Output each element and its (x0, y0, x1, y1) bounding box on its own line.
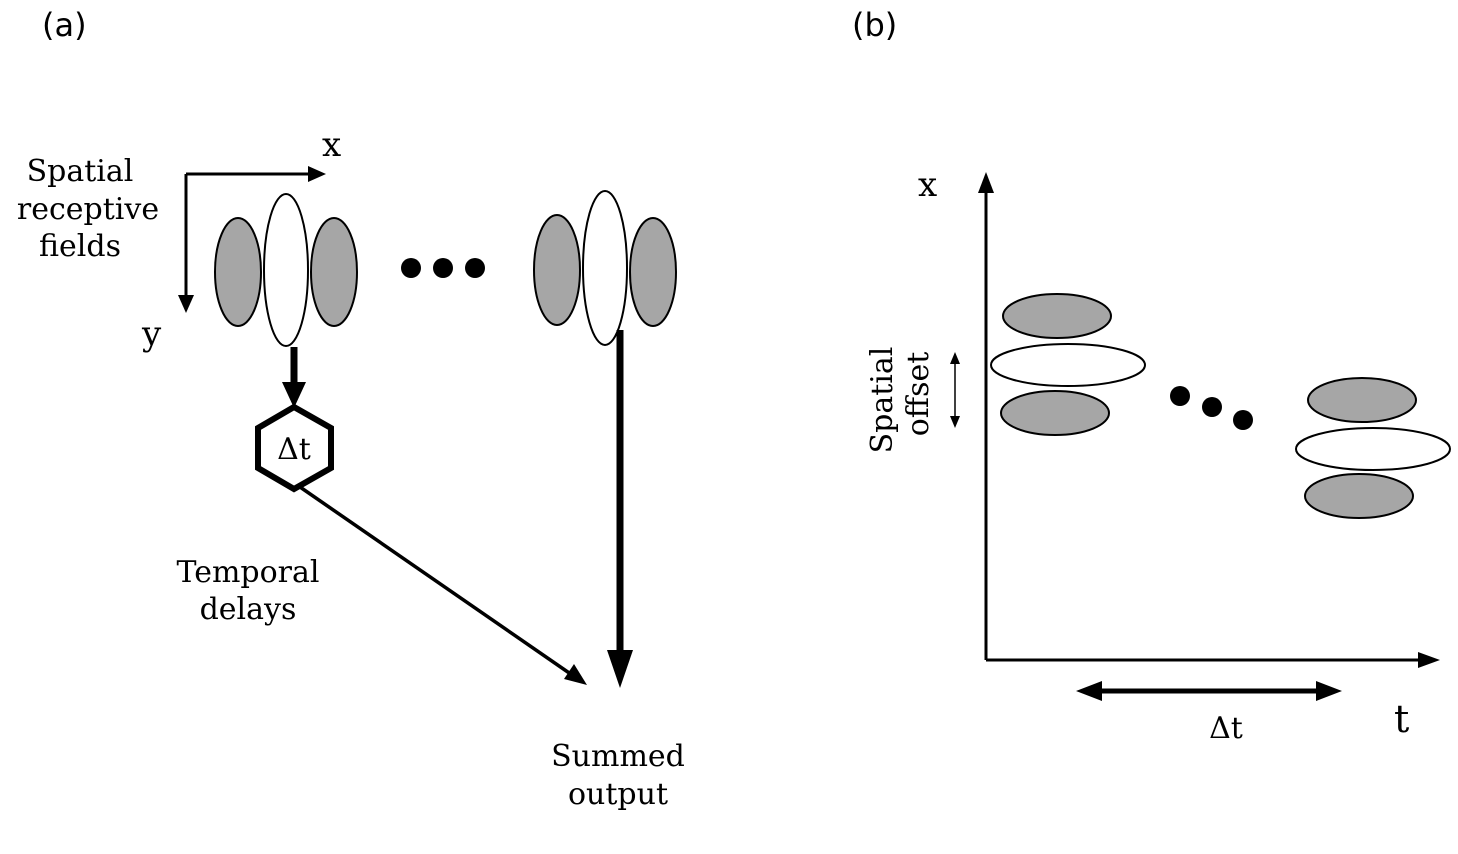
rf-time-1 (990, 293, 1146, 436)
spatial-offset-line1: Spatial (865, 347, 900, 454)
temporal-delays-line2: delays (200, 592, 297, 627)
panel-a-x-arrowhead (308, 166, 326, 182)
delta-t-arrowhead-right (1316, 681, 1342, 701)
panel-b-axis-x-label: x (918, 165, 937, 205)
panel-a-y-arrowhead (178, 295, 194, 313)
ellipsis-dot-2 (433, 258, 453, 278)
receptive-field-2 (533, 190, 677, 346)
panel-b-t-arrowhead (1418, 652, 1440, 668)
rf-time-1-top-lobe (1002, 293, 1112, 339)
ellipsis-dot-3 (465, 258, 485, 278)
rf-time-2-center-lobe (1295, 427, 1451, 471)
panel-b-x-arrowhead (978, 172, 994, 193)
rf-time-2 (1295, 377, 1451, 519)
panel-a-axis-y-label: y (141, 314, 162, 354)
temporal-delays-line1: Temporal (177, 555, 320, 590)
rf1-to-delay-arrowhead (282, 382, 306, 408)
summed-output-line2: output (568, 777, 668, 812)
panel-b-dot-3 (1233, 410, 1253, 430)
rf-time-2-bottom-lobe (1304, 473, 1414, 519)
summed-output-line1: Summed (551, 739, 685, 774)
delta-t-arrowhead-left (1076, 681, 1102, 701)
rf-time-1-center-lobe (990, 343, 1146, 387)
rf-time-2-top-lobe (1307, 377, 1417, 423)
delay-to-sum-arrow (299, 485, 576, 679)
panel-b: (b) x t Spatial offset (852, 6, 1451, 746)
rf1-right-lobe (310, 217, 358, 327)
rf1-left-lobe (214, 217, 262, 327)
panel-b-label: (b) (852, 6, 897, 44)
panel-a-label: (a) (42, 6, 87, 44)
delta-t-label: Δt (1209, 711, 1243, 746)
rf2-to-sum-arrowhead (607, 650, 633, 688)
receptive-field-1 (214, 193, 358, 347)
spatial-offset-arrowhead-bottom (950, 416, 960, 428)
rf1-center-lobe (263, 193, 309, 347)
panel-b-axis-t-label: t (1394, 697, 1409, 741)
delay-to-sum-arrowhead (564, 664, 587, 685)
spatial-rf-label-line2: receptive (17, 192, 159, 227)
spatial-rf-label-line3: fields (39, 229, 121, 264)
panel-b-dot-2 (1202, 397, 1222, 417)
rf2-center-lobe (582, 190, 628, 346)
delay-symbol: Δt (277, 432, 311, 467)
rf2-right-lobe (629, 217, 677, 327)
spatial-offset-arrowhead-top (950, 352, 960, 364)
panel-b-dot-1 (1170, 386, 1190, 406)
spatial-rf-label-line1: Spatial (27, 154, 134, 189)
panel-a: (a) x y Spatial receptive fields (17, 6, 685, 812)
panel-a-axis-x-label: x (322, 125, 341, 165)
delay-hexagon (255, 403, 334, 493)
rf2-left-lobe (533, 214, 581, 326)
rf-time-1-bottom-lobe (1000, 390, 1110, 436)
spatial-offset-line2: offset (901, 352, 936, 437)
ellipsis-dot-1 (401, 258, 421, 278)
